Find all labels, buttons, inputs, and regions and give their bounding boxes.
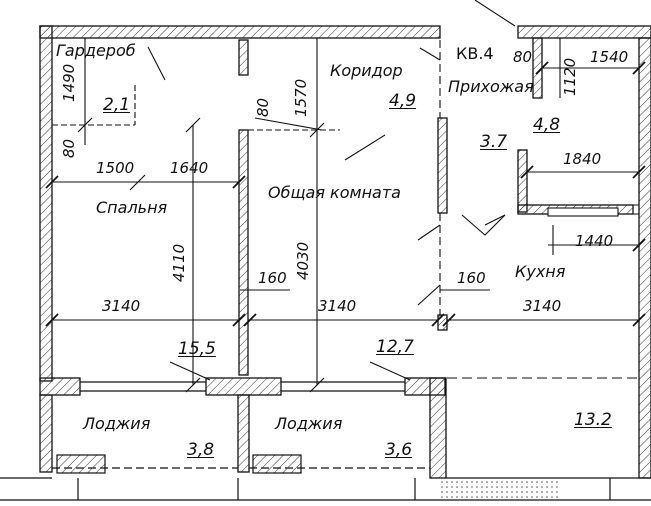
dim-1570: 1570 — [292, 78, 310, 117]
dim-1840: 1840 — [563, 150, 602, 168]
dim-1640: 1640 — [170, 159, 209, 177]
apartment-label: КВ.4 — [456, 44, 494, 63]
room-name-kitchen: Кухня — [515, 262, 566, 281]
room-name-loggia-2: Лоджия — [275, 414, 343, 433]
room-area-loggia-1: 3,8 — [187, 440, 215, 460]
room-name-living: Общая комната — [268, 183, 401, 202]
dim-160-a: 160 — [258, 269, 287, 287]
loggia-outer — [0, 454, 651, 501]
room-area-loggia-2: 3,6 — [385, 440, 413, 460]
dim-80-b: 80 — [254, 97, 272, 117]
dim-80-c: 80 — [513, 48, 533, 66]
room-name-corridor: Коридор — [330, 61, 403, 80]
dim-1120: 1120 — [561, 57, 579, 96]
dim-3140-b: 3140 — [318, 297, 357, 315]
dim-80-a: 80 — [60, 138, 78, 158]
dim-1490: 1490 — [60, 63, 78, 102]
room-name-wardrobe: Гардероб — [56, 41, 136, 60]
dim-1440: 1440 — [575, 232, 614, 250]
dim-3140-a: 3140 — [102, 297, 141, 315]
tick-marks — [45, 61, 646, 327]
loggia-rail — [39, 377, 446, 396]
room-area-bedroom: 15,5 — [178, 339, 216, 359]
room-area-corridor: 4,9 — [389, 91, 417, 111]
dim-4110: 4110 — [170, 243, 188, 282]
room-area-hall: 4,8 — [533, 115, 561, 135]
room-name-loggia-1: Лоджия — [83, 414, 151, 433]
room-name-bedroom: Спальня — [96, 198, 168, 217]
dimension-lines — [52, 0, 639, 393]
dim-1500: 1500 — [96, 159, 135, 177]
room-area-kitchen: 13.2 — [574, 410, 612, 430]
exterior-walls — [39, 25, 651, 479]
room-area-living: 12,7 — [376, 337, 414, 357]
dim-1540: 1540 — [590, 48, 629, 66]
dim-3140-c: 3140 — [523, 297, 562, 315]
room-area-storage: 3.7 — [480, 132, 508, 152]
dim-160-b: 160 — [457, 269, 486, 287]
room-name-hall: Прихожая — [448, 77, 534, 96]
dim-4030: 4030 — [294, 241, 312, 280]
room-area-wardrobe: 2,1 — [103, 95, 131, 115]
